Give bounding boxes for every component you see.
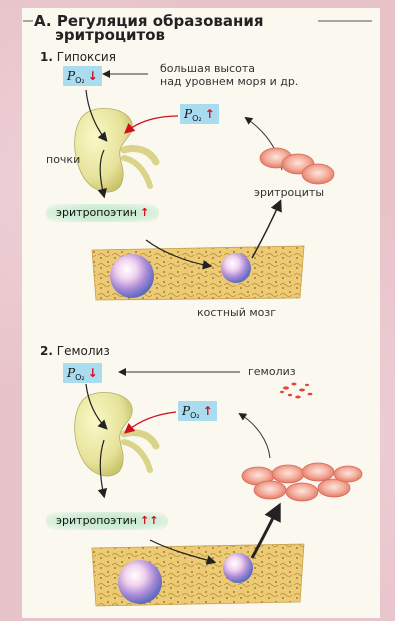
epo-label-1: эритропоэтин↑ [46,204,159,222]
stem-cell-1 [110,254,154,298]
erythrocytes-cluster-2 [242,463,362,501]
po2-high-1: PO₂↑ [180,104,219,124]
po2-low-1: PO₂↓ [63,66,102,86]
bone-marrow-label: костный мозг [197,306,276,319]
epo-label-2: эритропоэтин↑↑ [46,512,168,530]
po2-low-2: PO₂↓ [63,363,102,383]
cause-label-1: большая высота над уровнем моря и др. [160,62,298,88]
erythrocytes-cluster-1 [260,148,334,184]
hemolysis-fragments [280,383,312,399]
panel-1-heading: 1. Гипоксия [40,50,116,64]
panel-2-heading: 2. Гемолиз [40,344,110,358]
stem-cell-2 [118,560,162,604]
hemolysis-label: гемолиз [248,365,296,378]
po2-high-2: PO₂↑ [178,401,217,421]
progenitor-cell-2 [223,553,253,583]
kidney-label: почки [46,153,80,166]
kidney-2 [75,392,156,476]
erythrocytes-label: эритроциты [254,186,324,199]
progenitor-cell-1 [221,253,251,283]
